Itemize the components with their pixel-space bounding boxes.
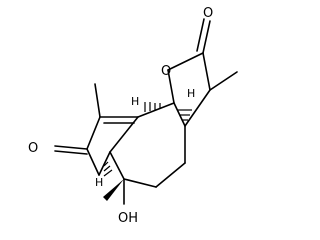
bond-c8-c1 [137, 102, 175, 118]
bond-o-ring-c12 [167, 52, 204, 71]
bond-c4-c3 [109, 151, 125, 180]
bond-c5-c4 [123, 178, 157, 188]
atom-o-ketone: O [28, 141, 38, 156]
bond-c12-carbonyl-o-2 [196, 18, 205, 52]
bond-c8-o-ring [167, 69, 175, 104]
bond-ketone-2 [54, 150, 88, 155]
hash-bond-h-c7 [178, 109, 192, 121]
bond-c10-methyl [94, 83, 101, 118]
bond-ketone-1 [54, 145, 88, 150]
bond-c11-c7 [184, 89, 211, 127]
bond-c11-methyl [209, 71, 238, 91]
h-label-c6: H [95, 176, 103, 189]
h-label-c1: H [131, 95, 139, 108]
hash-bond-h-c3 [103, 161, 113, 177]
atom-o-lactone-carbonyl: O [203, 6, 213, 21]
wedge-c4-methyl [103, 179, 124, 201]
bond-c12-carbonyl-o-1 [202, 20, 211, 54]
bond-c7-c8 [173, 102, 186, 127]
bond-c10-c9 [86, 116, 101, 150]
h-label-c7: H [187, 87, 195, 100]
atom-oh: OH [118, 211, 138, 226]
molecular-structure-diagram: O O O OH H H H [28, 6, 238, 226]
bond-c8b-c3 [98, 151, 111, 176]
bond-c12-c11 [202, 52, 211, 91]
hash-bond-h-c1 [144, 102, 161, 112]
bond-c6-c5 [155, 162, 186, 188]
atom-o-lactone-ring: O [161, 64, 171, 79]
bond-c9-c8b [86, 148, 100, 176]
